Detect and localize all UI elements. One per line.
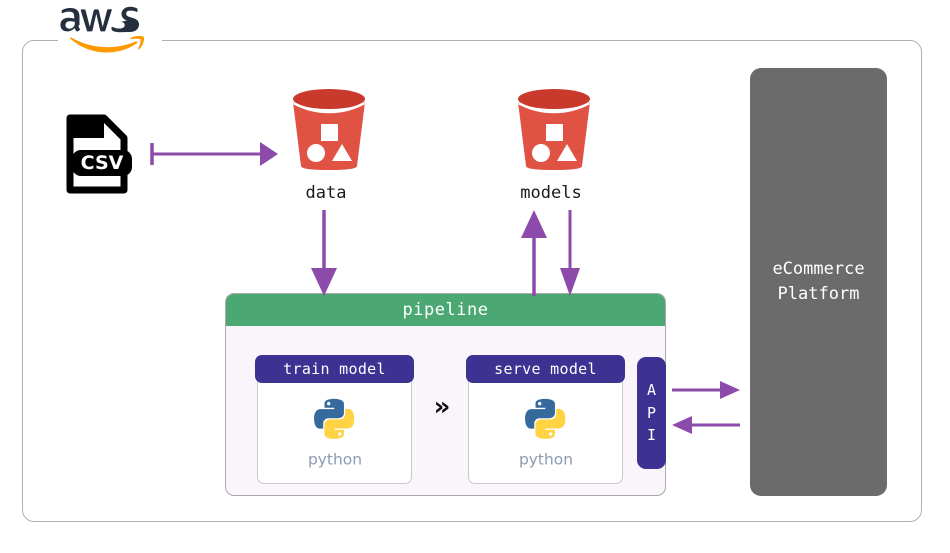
train-model-card-title: train model [255, 355, 414, 383]
api-to-platform-arrow [672, 381, 740, 399]
api-endpoint-box[interactable]: A P I [637, 357, 666, 469]
aws-logo [58, 4, 162, 56]
data-to-pipeline-arrow [311, 210, 337, 296]
models-to-pipeline-arrow [560, 210, 580, 296]
s3-bucket-models-icon [511, 86, 597, 174]
pipeline-to-models-arrow [521, 210, 547, 296]
csv-to-data-arrow [150, 142, 278, 166]
csv-file-icon: CSV [56, 108, 148, 200]
python-logo-text: python [307, 450, 361, 468]
flow-chevron-icon: » [433, 392, 451, 422]
s3-bucket-data-icon [286, 86, 372, 174]
python-logo-icon: python [258, 391, 411, 483]
serve-model-card[interactable]: serve model python [466, 355, 625, 484]
csv-badge-text: CSV [81, 152, 124, 174]
train-model-card[interactable]: train model python [255, 355, 414, 484]
python-logo-text: python [518, 450, 572, 468]
platform-to-api-arrow [672, 416, 740, 434]
aws-cloud-boundary [22, 40, 922, 522]
s3-bucket-data-label: data [305, 183, 347, 203]
api-letter-p: P [646, 403, 657, 422]
api-letter-a: A [646, 381, 657, 400]
serve-model-card-title: serve model [466, 355, 625, 383]
python-logo-icon: python [469, 391, 622, 483]
api-letter-i: I [646, 426, 657, 445]
s3-bucket-models-label: models [520, 183, 582, 203]
ecommerce-platform-label: eCommerce Platform [772, 259, 865, 304]
pipeline-header-label: pipeline [226, 294, 665, 326]
ecommerce-platform-box: eCommerce Platform [750, 68, 887, 496]
